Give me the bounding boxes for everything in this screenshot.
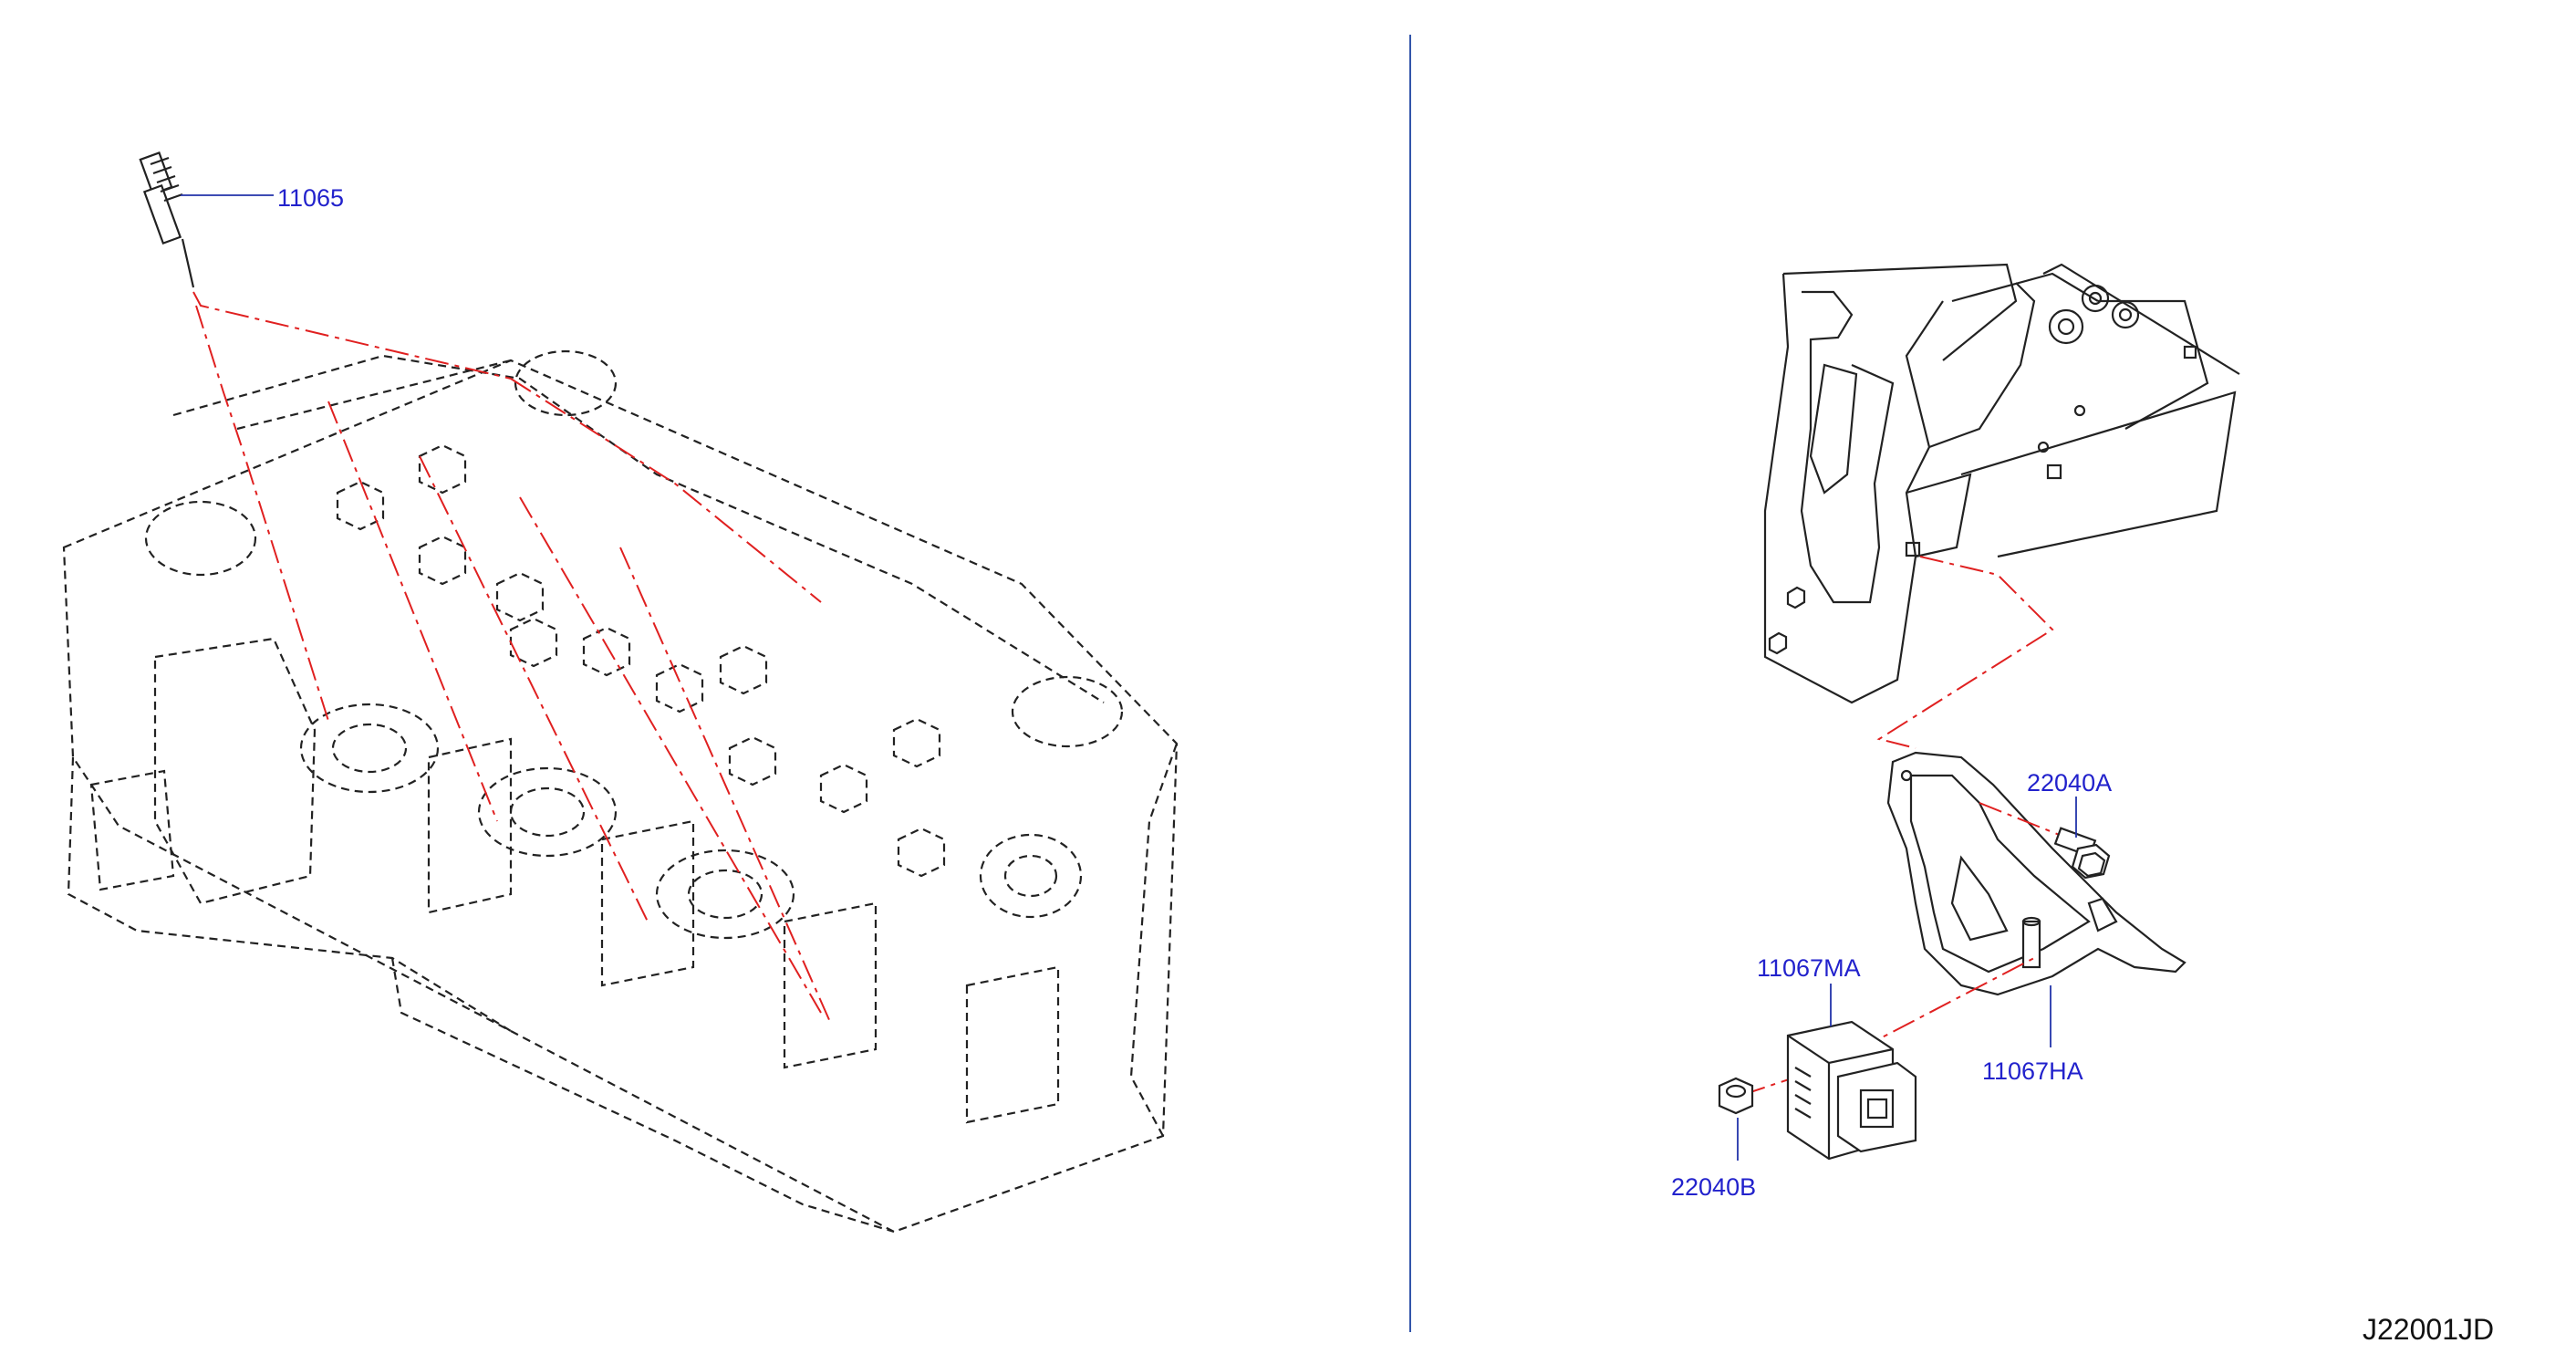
drawing-code: J22001JD — [2363, 1313, 2494, 1346]
bolt-part — [1979, 802, 2111, 880]
mounting-bracket-part — [1886, 751, 2186, 996]
glow-plug-part — [139, 151, 195, 288]
nut-part — [1718, 1077, 1754, 1115]
callout-11065: 11065 — [277, 184, 344, 212]
chassis-member — [1763, 263, 2240, 704]
glow-plug-phantom-lines — [192, 291, 831, 1023]
cylinder-head-outline — [62, 349, 1179, 1234]
callout-22040a: 22040A — [2027, 769, 2112, 797]
callout-22040b: 22040B — [1671, 1173, 1756, 1201]
leader-lines — [181, 194, 2077, 1161]
controller-unit-part — [1741, 957, 2035, 1161]
callout-11067ha: 11067HA — [1982, 1057, 2083, 1085]
callout-11067ma: 11067MA — [1757, 954, 1861, 982]
bracket-phantom-line — [1876, 556, 2054, 749]
